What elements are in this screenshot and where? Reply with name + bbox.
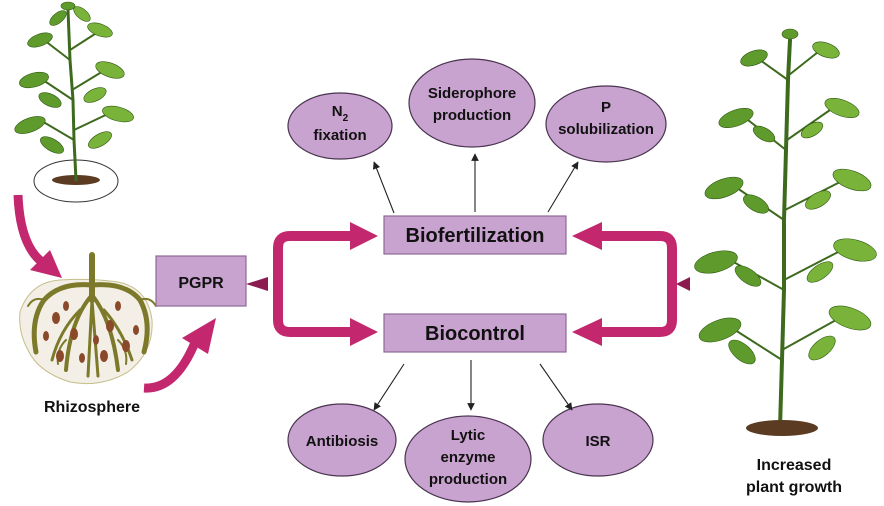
isr-label: ISR xyxy=(585,433,610,450)
pgpr-label: PGPR xyxy=(178,275,224,292)
n2-label: N2 xyxy=(332,103,349,124)
plant-connector xyxy=(676,277,690,291)
siderophore-node xyxy=(408,58,536,148)
fixation-label: fixation xyxy=(313,127,366,144)
arrow-plant-to-rhizosphere-head xyxy=(30,250,62,278)
arrow-right-to-biocontrol-head xyxy=(572,318,602,346)
bacteria-dots xyxy=(43,301,139,363)
p-solubilization-node xyxy=(545,85,667,163)
increased-caption-1: Increased xyxy=(757,457,832,474)
p-label: P xyxy=(601,99,611,116)
arrow-to-isr xyxy=(539,363,573,411)
arrow-to-p-solubilization xyxy=(547,161,579,213)
biocontrol-label: Biocontrol xyxy=(425,323,525,345)
biofertilization-box xyxy=(383,215,567,255)
bracket-left xyxy=(273,231,356,337)
pgpr-connector xyxy=(246,277,268,291)
arrow-to-biofertilization-head xyxy=(350,222,378,250)
small-plant-illustration xyxy=(14,1,134,203)
arrow-to-n2-fixation xyxy=(372,161,395,214)
rhizosphere-caption: Rhizosphere xyxy=(44,399,140,416)
small-plant-leaves xyxy=(14,1,134,154)
arrow-plant-to-rhizosphere xyxy=(13,194,45,266)
arrow-right-to-biofertilization-head xyxy=(572,222,602,250)
lytic-label-1: Lytic xyxy=(451,427,485,444)
siderophore-label-2: production xyxy=(433,107,511,124)
biofertilization-label: Biofertilization xyxy=(406,225,545,247)
large-plant-illustration xyxy=(694,28,877,436)
isr-node xyxy=(542,403,654,477)
n2-fixation-node xyxy=(287,92,393,160)
biocontrol-box xyxy=(383,313,567,353)
large-plant-soil xyxy=(746,420,818,436)
bracket-right xyxy=(596,231,677,337)
large-plant-leaves xyxy=(694,28,877,365)
lytic-enzyme-node xyxy=(404,415,532,503)
antibiosis-label: Antibiosis xyxy=(306,433,379,450)
arrow-to-biocontrol-head xyxy=(350,318,378,346)
siderophore-label-1: Siderophore xyxy=(428,85,516,102)
lytic-label-2: enzyme xyxy=(440,449,495,466)
lytic-label-3: production xyxy=(429,471,507,488)
solubilization-label: solubilization xyxy=(558,121,654,138)
pgpr-box xyxy=(155,255,247,307)
arrow-to-antibiosis xyxy=(373,363,405,411)
antibiosis-node xyxy=(287,403,397,477)
increased-caption-2: plant growth xyxy=(746,479,842,496)
rhizosphere-illustration xyxy=(19,252,157,385)
arrow-rhizosphere-to-pgpr-head xyxy=(182,318,216,354)
arrow-rhizosphere-to-pgpr xyxy=(143,338,201,393)
